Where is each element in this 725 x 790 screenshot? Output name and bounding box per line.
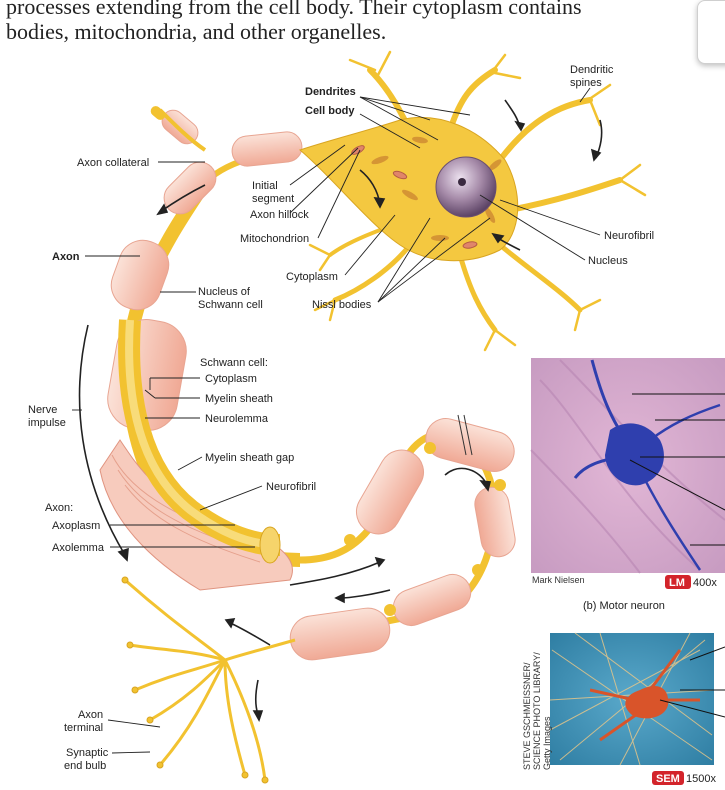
sem-magnification: 1500x bbox=[686, 773, 716, 785]
label-schwann-cytoplasm: Cytoplasm bbox=[205, 373, 257, 385]
sem-credit-line-3: Getty Images bbox=[542, 716, 552, 770]
caption-motor-neuron: (b) Motor neuron bbox=[583, 600, 665, 612]
mitochondria bbox=[351, 145, 478, 249]
sem-credit-line-2: SCIENCE PHOTO LIBRARY/ bbox=[532, 652, 542, 770]
label-axolemma: Axolemma bbox=[52, 542, 105, 554]
axon-terminals bbox=[124, 578, 296, 781]
label-axon-collateral: Axon collateral bbox=[77, 157, 149, 169]
label-neurolemma: Neurolemma bbox=[205, 413, 269, 425]
intro-line-2: bodies, mitochondria, and other organell… bbox=[6, 19, 387, 44]
label-axon-colon: Axon: bbox=[45, 502, 73, 514]
label-nucleus-schwann-1: Nucleus of bbox=[198, 286, 251, 298]
flow-arrows bbox=[78, 99, 603, 722]
label-initial-segment-2: segment bbox=[252, 193, 294, 205]
label-cell-body: Cell body bbox=[305, 105, 355, 117]
label-nissl-bodies: Nissl bodies bbox=[312, 299, 372, 311]
nucleolus bbox=[458, 178, 466, 186]
label-initial-segment-1: Initial bbox=[252, 180, 278, 192]
label-schwann-cell: Schwann cell: bbox=[200, 357, 268, 369]
intro-line-1: processes extending from the cell body. … bbox=[6, 0, 582, 19]
sem-credit: STEVE GSCHMEISSNER/ SCIENCE PHOTO LIBRAR… bbox=[522, 652, 552, 770]
label-axon-hillock: Axon hillock bbox=[250, 209, 309, 221]
label-neurofibril-mid: Neurofibril bbox=[266, 481, 316, 493]
nissl-bodies bbox=[371, 136, 502, 241]
nucleus bbox=[435, 156, 497, 218]
sem-badge bbox=[652, 771, 684, 785]
axon-segments bbox=[99, 106, 303, 591]
label-axon-terminal-1: Axon bbox=[78, 709, 103, 721]
synaptic-end-bulbs bbox=[121, 576, 269, 784]
lm-badge-text: LM bbox=[669, 577, 685, 589]
intro-text: processes extending from the cell body. … bbox=[6, 0, 706, 44]
side-popout-button[interactable] bbox=[697, 0, 725, 64]
leader-lines bbox=[72, 87, 601, 754]
lm-badge bbox=[665, 575, 691, 589]
sem-credit-line-1: STEVE GSCHMEISSNER/ bbox=[522, 662, 532, 770]
label-axon-terminal-2: terminal bbox=[64, 722, 103, 734]
axon-distal-segments bbox=[289, 414, 516, 661]
label-nerve-impulse-1: Nerve bbox=[28, 404, 57, 416]
label-myelin-sheath: Myelin sheath bbox=[205, 393, 273, 405]
label-synaptic-end-bulb-1: Synaptic bbox=[66, 747, 109, 759]
label-myelin-sheath-gap: Myelin sheath gap bbox=[205, 452, 294, 464]
label-synaptic-end-bulb-2: end bulb bbox=[64, 760, 106, 772]
micrograph-lm bbox=[530, 358, 725, 574]
label-nerve-impulse-2: impulse bbox=[28, 417, 66, 429]
sem-badge-text: SEM bbox=[656, 773, 680, 785]
label-nucleus-schwann-2: Schwann cell bbox=[198, 299, 263, 311]
label-cytoplasm: Cytoplasm bbox=[286, 271, 338, 283]
label-axon: Axon bbox=[52, 251, 80, 263]
lm-magnification: 400x bbox=[693, 577, 717, 589]
label-dendrites: Dendrites bbox=[305, 86, 356, 98]
label-nucleus: Nucleus bbox=[588, 255, 628, 267]
label-dendritic-spines-1: Dendritic bbox=[570, 64, 614, 76]
label-mitochondrion: Mitochondrion bbox=[240, 233, 309, 245]
label-dendritic-spines-2: spines bbox=[570, 77, 602, 89]
label-neurofibril-top: Neurofibril bbox=[604, 230, 654, 242]
label-axoplasm: Axoplasm bbox=[52, 520, 100, 532]
micrograph-sem bbox=[549, 632, 725, 766]
lm-credit: Mark Nielsen bbox=[532, 575, 585, 585]
